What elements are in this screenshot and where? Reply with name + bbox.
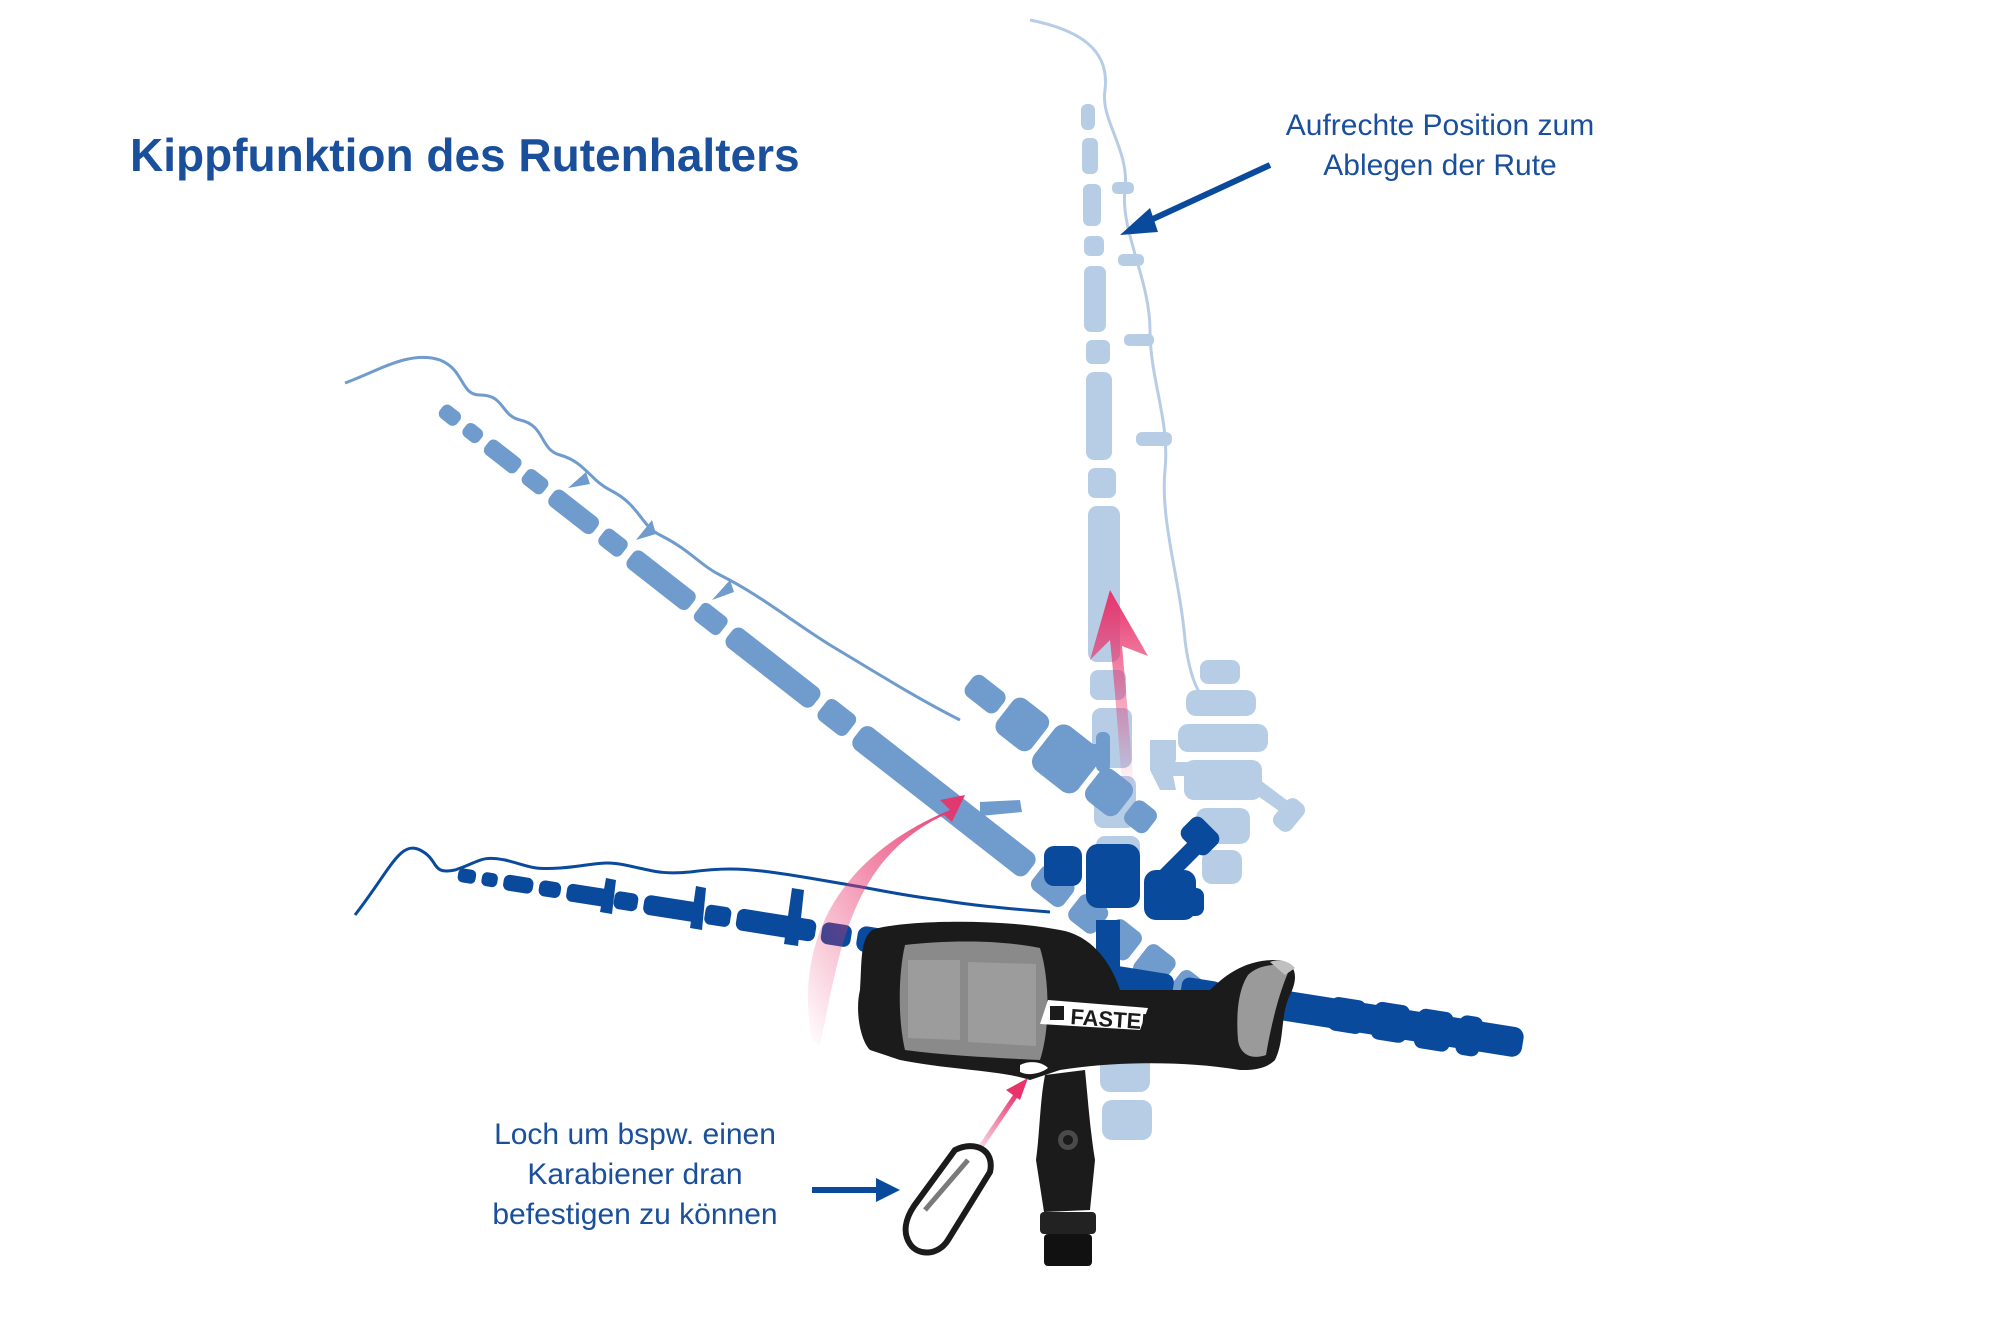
carabiner-icon [902,1143,994,1256]
note-line: Aufrechte Position zum [1285,109,1595,142]
note-line: befestigen zu können [492,1198,778,1231]
note-line: Ablegen der Rute [1323,149,1557,182]
rod-holder: FASTEN [858,921,1295,1266]
carabiner-hole-note: Loch um bspw. einen Karabiener dran befe… [440,1115,830,1235]
rod-upright [1029,18,1306,1140]
upright-position-note: Aufrechte Position zum Ablegen der Rute [1230,106,1650,186]
curved-arrow-icon [807,795,965,1045]
pointer-arrow-icon [812,1178,900,1202]
curved-arrow-icon [1090,590,1148,790]
pointer-arrow-icon [1120,162,1272,235]
brand-text: FASTEN [1070,1004,1158,1035]
note-line: Loch um bspw. einen [494,1118,776,1151]
page-title: Kippfunktion des Rutenhalters [130,129,800,181]
pointer-arrow-icon [977,1078,1028,1150]
note-line: Karabiener dran [527,1158,743,1191]
brand-logo: FASTEN [1040,1000,1158,1035]
